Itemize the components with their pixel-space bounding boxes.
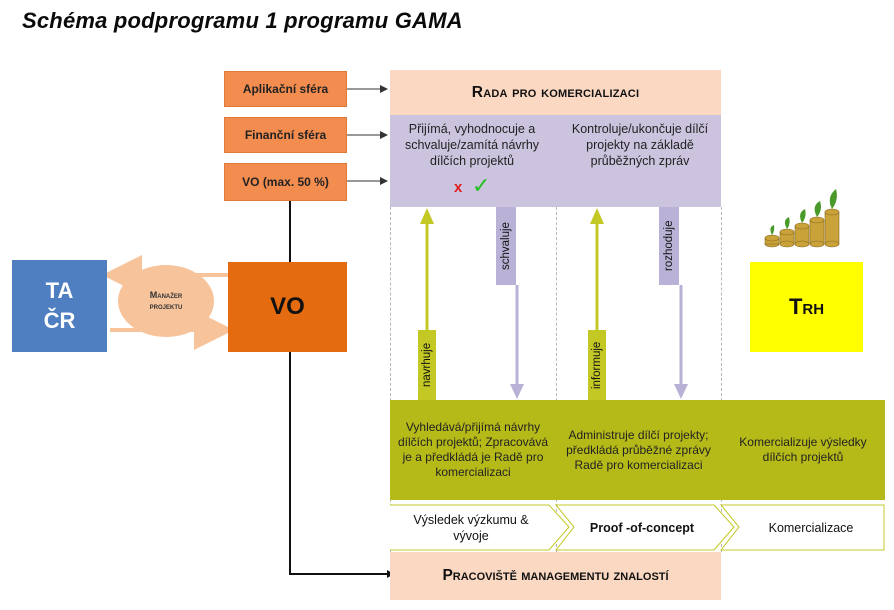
stage-chevron-1 — [390, 504, 570, 551]
sphere-aplikacni: Aplikační sféra — [224, 71, 347, 107]
bottom-title: Pracoviště managementu znalostí — [390, 552, 721, 600]
manager-line2: projektu — [149, 301, 183, 311]
sphere-vo: VO (max. 50 %) — [224, 163, 347, 201]
rada-header: Rada pro komercializaci — [390, 70, 721, 115]
check-icon: ✓ — [472, 173, 491, 198]
rada-left-text: Přijímá, vyhodnocuje a schvaluje/zamítá … — [404, 122, 540, 168]
rada-body: Přijímá, vyhodnocuje a schvaluje/zamítá … — [390, 115, 721, 207]
separator-middle — [556, 207, 557, 552]
separator-left — [390, 207, 391, 552]
arrow-informuje-head — [590, 208, 604, 224]
arrow-schvaluje-head — [510, 384, 524, 399]
coins-growth-icon — [764, 189, 840, 248]
tacr-box: TA ČR — [12, 260, 107, 352]
stage-chevron-3 — [719, 504, 885, 551]
olive-right: Komercializuje výsledky dílčích projektů — [721, 400, 885, 500]
manager-circle: Manažer projektu — [118, 265, 214, 337]
label-rozhoduje: rozhoduje — [659, 207, 679, 285]
manager-line1: Manažer — [149, 290, 183, 300]
label-schvaluje: schvaluje — [496, 207, 516, 285]
olive-middle: Administruje dílčí projekty; předkládá p… — [556, 400, 721, 500]
separator-right — [721, 207, 722, 552]
stage-label-proof: Proof -of-concept — [589, 520, 695, 535]
reject-icon: x — [454, 179, 463, 196]
olive-left: Vyhledává/přijímá návrhy dílčích projekt… — [390, 400, 556, 500]
label-navrhuje: navrhuje — [418, 330, 436, 400]
arrow-rozhoduje-head — [674, 384, 688, 399]
trh-box: Trh — [750, 262, 863, 352]
line-vo-bottom — [289, 352, 387, 575]
vo-box: VO — [228, 262, 347, 352]
tacr-line2: ČR — [43, 308, 76, 333]
stage-label-vyzkum: Výsledek výzkumu & vývoje — [413, 512, 529, 543]
diagram-title: Schéma podprogramu 1 programu GAMA — [22, 8, 463, 33]
stage-label-komercializace: Komercializace — [768, 520, 854, 535]
tacr-line1: TA — [45, 278, 74, 303]
stage-chevron-2 — [554, 504, 735, 551]
rada-right-text: Kontroluje/ukončuje dílčí projekty na zá… — [571, 122, 709, 168]
sphere-financni: Finanční sféra — [224, 117, 347, 153]
arrow-navrhuje-head — [420, 208, 434, 224]
label-informuje: informuje — [588, 330, 606, 400]
